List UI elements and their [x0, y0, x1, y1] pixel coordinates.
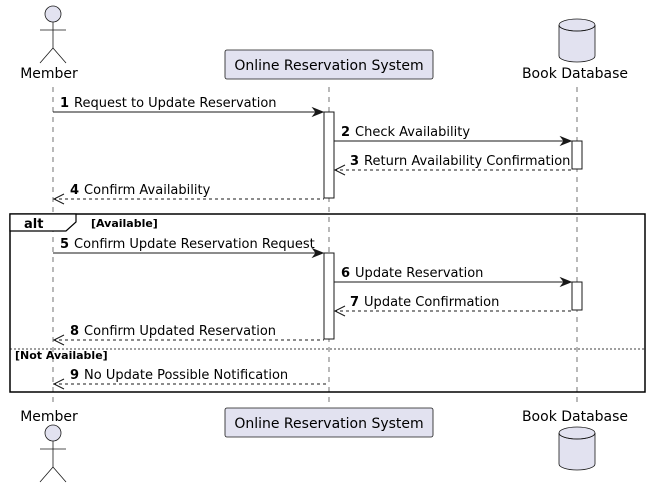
message-4: 4 Confirm Availability [52, 183, 324, 205]
message-3: 3 Return Availability Confirmation [333, 154, 572, 176]
message-text: Return Availability Confirmation [364, 154, 570, 169]
message-number: 1 [60, 96, 69, 111]
message-number: 6 [341, 266, 350, 281]
message-text: Check Availability [355, 125, 470, 140]
message-text: Confirm Availability [84, 183, 211, 198]
fragment-tab [9, 213, 77, 232]
message-text: Update Reservation [355, 266, 483, 281]
participant-box [224, 49, 434, 80]
participant-system-name: Online Reservation System [234, 58, 423, 74]
participant-box [224, 407, 434, 438]
open-arrowhead-icon [52, 334, 65, 346]
message-text: Confirm Updated Reservation [84, 324, 276, 339]
system-activation [323, 111, 335, 199]
open-arrowhead-icon [333, 164, 346, 176]
actor-head-icon [44, 5, 62, 23]
message-text: No Update Possible Notification [84, 368, 288, 383]
message-7: 7 Update Confirmation [333, 295, 572, 317]
message-text: Request to Update Reservation [74, 96, 276, 111]
alt-fragment: alt [Available] [Not Available] [9, 213, 646, 393]
message-number: 2 [341, 125, 350, 140]
message-number: 9 [70, 368, 79, 383]
participant-system-name: Online Reservation System [234, 416, 423, 432]
fragment-frame [9, 213, 646, 393]
arrowhead-icon [559, 135, 573, 147]
message-text: Update Confirmation [364, 295, 499, 310]
system-participant-top: Online Reservation System [224, 49, 434, 80]
message-5: 5 Confirm Update Reservation Request [53, 237, 325, 259]
arrowhead-icon [559, 276, 573, 288]
database-icon [558, 433, 596, 471]
db-activation [571, 281, 583, 311]
system-participant-bottom: Online Reservation System [224, 407, 434, 438]
message-number: 5 [60, 237, 69, 252]
member-actor-top: Member [20, 5, 78, 82]
open-arrowhead-icon [52, 193, 65, 205]
message-1: 1 Request to Update Reservation [53, 96, 325, 118]
participant-db-name: Book Database [522, 66, 628, 82]
db-database-bottom: Book Database [522, 409, 628, 471]
arrowhead-icon [311, 247, 325, 259]
message-6: 6 Update Reservation [334, 266, 573, 288]
message-number: 7 [350, 295, 359, 310]
fragment-guard-available: [Available] [91, 217, 158, 230]
message-number: 3 [350, 154, 359, 169]
db-activation [571, 140, 583, 170]
participant-member-name: Member [20, 66, 78, 82]
message-number: 8 [70, 324, 79, 339]
message-2: 2 Check Availability [334, 125, 573, 147]
participant-member-name: Member [20, 409, 78, 425]
message-8: 8 Confirm Updated Reservation [52, 324, 324, 346]
db-database-top: Book Database [522, 18, 628, 82]
message-text: Confirm Update Reservation Request [74, 237, 315, 252]
system-activation [323, 252, 335, 340]
actor-head-icon [44, 424, 62, 442]
message-number: 4 [70, 183, 79, 198]
fragment-keyword: alt [24, 217, 43, 232]
arrowhead-icon [311, 106, 325, 118]
open-arrowhead-icon [52, 378, 65, 390]
svg-text:9No Update Possible Notificati: 9 No Update Possible Notification [70, 368, 288, 383]
member-actor-bottom: Member [20, 409, 78, 483]
message-9: 9 No Update Possible Notification [52, 368, 329, 390]
fragment-guard-not-available: [Not Available] [15, 349, 108, 362]
participant-db-name: Book Database [522, 409, 628, 425]
database-icon [558, 25, 596, 63]
open-arrowhead-icon [333, 305, 346, 317]
